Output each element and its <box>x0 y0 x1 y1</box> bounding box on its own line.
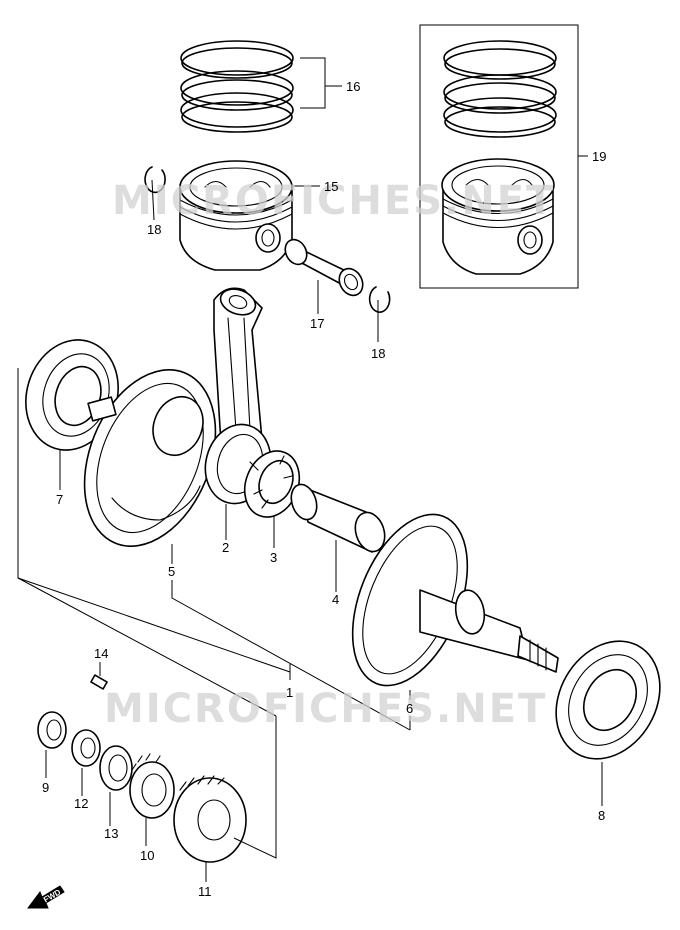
callout-12: 12 <box>74 796 88 811</box>
callout-18-right: 18 <box>371 346 385 361</box>
callout-17: 17 <box>310 316 324 331</box>
piston-rings <box>180 40 294 133</box>
callout-4: 4 <box>332 592 339 607</box>
callout-10: 10 <box>140 848 154 863</box>
circlip-right <box>368 286 391 313</box>
callout-1: 1 <box>286 685 293 700</box>
callout-16: 16 <box>346 79 360 94</box>
needle-bearing <box>243 450 301 518</box>
callout-14: 14 <box>94 646 108 661</box>
callout-18-left: 18 <box>147 222 161 237</box>
callout-11: 11 <box>198 884 212 899</box>
watermark-bottom: MICROFICHES.NET <box>104 686 547 732</box>
callout-19: 19 <box>592 149 606 164</box>
callout-8: 8 <box>598 808 605 823</box>
callout-5: 5 <box>168 564 175 579</box>
callout-6: 6 <box>406 701 413 716</box>
piston <box>179 160 293 271</box>
callout-15: 15 <box>324 179 338 194</box>
crank-pin <box>290 483 386 553</box>
callout-3: 3 <box>270 550 277 565</box>
crank-bearing-right <box>555 640 661 760</box>
leader-lines <box>17 57 603 882</box>
fwd-arrow-icon: FWD <box>27 885 65 909</box>
callout-9: 9 <box>42 780 49 795</box>
piston-pin <box>284 238 364 297</box>
callout-labels: 1 2 3 4 5 6 7 8 9 10 11 12 13 14 15 16 1… <box>42 79 606 899</box>
crank-web-left <box>83 368 217 548</box>
seal-9 <box>37 711 67 749</box>
small-parts <box>37 674 247 863</box>
callout-13: 13 <box>104 826 118 841</box>
callout-7: 7 <box>56 492 63 507</box>
piston-kit-box <box>419 24 579 289</box>
crank-bearing-left <box>25 339 119 451</box>
crank-web-right <box>351 513 559 687</box>
watermark-top: MICROFICHES.NET <box>112 178 555 224</box>
callout-2: 2 <box>222 540 229 555</box>
